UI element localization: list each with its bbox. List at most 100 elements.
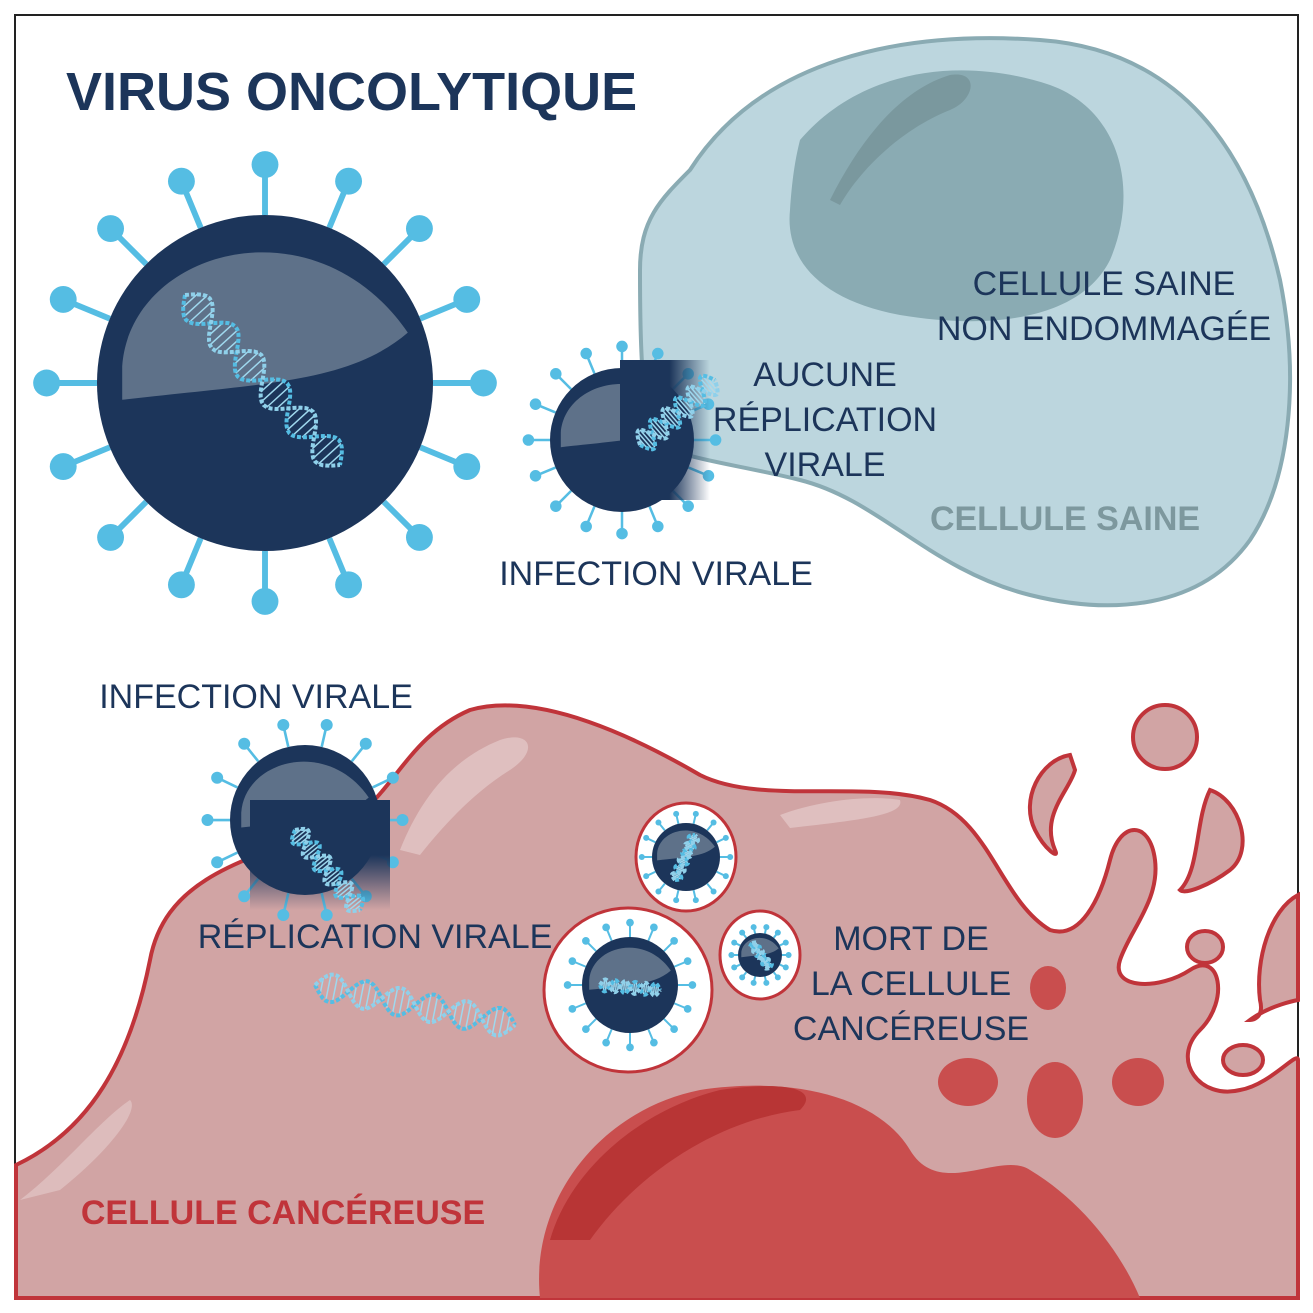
spike-tip bbox=[670, 1025, 678, 1033]
spike-tip bbox=[650, 923, 658, 932]
spike-tip bbox=[626, 1043, 634, 1052]
spike-tip bbox=[277, 909, 290, 922]
no-replication-line1: AUCUNE bbox=[753, 356, 897, 394]
cancer-death-line1: MORT DE bbox=[833, 920, 989, 958]
virus-entering-cancer-cell bbox=[250, 800, 390, 910]
spike-tip bbox=[211, 856, 224, 869]
spike-tip bbox=[405, 215, 433, 243]
spike-tip bbox=[580, 347, 592, 360]
spike-tip bbox=[568, 1005, 577, 1013]
spike-tip bbox=[580, 520, 592, 533]
spike-tip bbox=[683, 1005, 692, 1013]
spike-tip bbox=[750, 924, 757, 931]
spike-tip bbox=[728, 952, 735, 958]
spike-tip bbox=[529, 398, 542, 410]
spike-tip bbox=[320, 909, 333, 922]
spike-tip bbox=[582, 937, 590, 945]
spike-tip bbox=[774, 929, 781, 936]
spike-tip bbox=[211, 771, 224, 784]
spike-tip bbox=[774, 974, 781, 981]
spike-tip bbox=[763, 979, 770, 986]
spike-tip bbox=[683, 957, 692, 965]
spike-tip bbox=[563, 981, 572, 989]
spike-tip bbox=[529, 470, 542, 482]
capsid-highlight bbox=[589, 947, 671, 990]
cancer-death-line3: CANCÉREUSE bbox=[793, 1010, 1029, 1048]
healthy-infection-label: INFECTION VIRALE bbox=[499, 555, 813, 593]
spike-tip bbox=[782, 939, 789, 946]
spike-tip bbox=[652, 347, 664, 360]
spike-tip bbox=[782, 964, 789, 971]
cell-fragment bbox=[1177, 787, 1245, 894]
spike-tip bbox=[49, 285, 77, 313]
spike-tip bbox=[396, 814, 409, 826]
spike-tip bbox=[655, 819, 662, 826]
spike-tip bbox=[602, 923, 610, 932]
spike-tip bbox=[731, 939, 738, 946]
spike-tip bbox=[453, 285, 481, 313]
cancer-cell-label: CELLULE CANCÉREUSE bbox=[81, 1194, 485, 1232]
spike-tip bbox=[33, 369, 61, 397]
capsid-highlight bbox=[122, 252, 408, 400]
spike-tip bbox=[638, 854, 645, 860]
spike-tip bbox=[335, 167, 363, 195]
page-title: VIRUS ONCOLYTIQUE bbox=[66, 62, 637, 122]
spike-tip bbox=[710, 819, 717, 826]
cell-fragment bbox=[1221, 1043, 1265, 1077]
cancer-death-line2: LA CELLULE bbox=[811, 965, 1011, 1003]
spike-tip bbox=[469, 369, 497, 397]
virus-entering-healthy-cell bbox=[620, 360, 710, 500]
spike-tip bbox=[673, 810, 680, 817]
spike-tip bbox=[652, 520, 664, 533]
spike-tip bbox=[602, 1038, 610, 1047]
large-virus bbox=[33, 151, 497, 615]
spike-tip bbox=[722, 873, 729, 880]
spike-tip bbox=[682, 500, 694, 512]
spike-tip bbox=[386, 771, 399, 784]
spike-tip bbox=[616, 527, 628, 540]
healthy-cell bbox=[637, 36, 1292, 608]
dna-helix bbox=[313, 972, 517, 1038]
spike-tip bbox=[727, 854, 734, 860]
spike-tip bbox=[238, 890, 251, 903]
spike-tip bbox=[616, 340, 628, 353]
spike-tip bbox=[582, 1025, 590, 1033]
no-replication-line2: RÉPLICATION bbox=[713, 401, 937, 439]
healthy-status-line2: NON ENDOMMAGÉE bbox=[937, 310, 1271, 348]
dna-helix bbox=[598, 977, 662, 998]
spike-tip bbox=[277, 718, 290, 731]
dna-helix bbox=[181, 292, 344, 468]
cell-fragment bbox=[1131, 703, 1199, 771]
spike-tip bbox=[673, 897, 680, 904]
spike-tip bbox=[670, 937, 678, 945]
cancer-infection-label: INFECTION VIRALE bbox=[99, 678, 413, 716]
spike-tip bbox=[731, 964, 738, 971]
spike-tip bbox=[522, 434, 535, 446]
spike-tip bbox=[785, 952, 792, 958]
spike-tip bbox=[167, 571, 195, 599]
spike-tip bbox=[405, 523, 433, 551]
spike-tip bbox=[739, 929, 746, 936]
spike-tip bbox=[97, 215, 125, 243]
spike-tip bbox=[643, 873, 650, 880]
cell-fragment bbox=[1185, 929, 1225, 965]
healthy-cell-label: CELLULE SAINE bbox=[930, 500, 1200, 538]
cell-fragment bbox=[1028, 752, 1078, 856]
healthy-status-line1: CELLULE SAINE bbox=[973, 265, 1236, 303]
cell-fragment bbox=[1243, 891, 1300, 1023]
spike-tip bbox=[320, 718, 333, 731]
spike-tip bbox=[359, 737, 372, 750]
dna-helix bbox=[635, 373, 720, 452]
replication-label: RÉPLICATION VIRALE bbox=[198, 918, 553, 956]
spike-tip bbox=[692, 810, 699, 817]
spike-tip bbox=[650, 1038, 658, 1047]
spike-tip bbox=[335, 571, 363, 599]
spike-tip bbox=[550, 368, 562, 380]
dna-helix bbox=[289, 826, 366, 914]
no-replication-line3: VIRALE bbox=[765, 446, 886, 484]
spike-tip bbox=[550, 500, 562, 512]
spike-tip bbox=[568, 957, 577, 965]
dna-helix bbox=[748, 940, 774, 971]
spike-tip bbox=[251, 587, 279, 615]
